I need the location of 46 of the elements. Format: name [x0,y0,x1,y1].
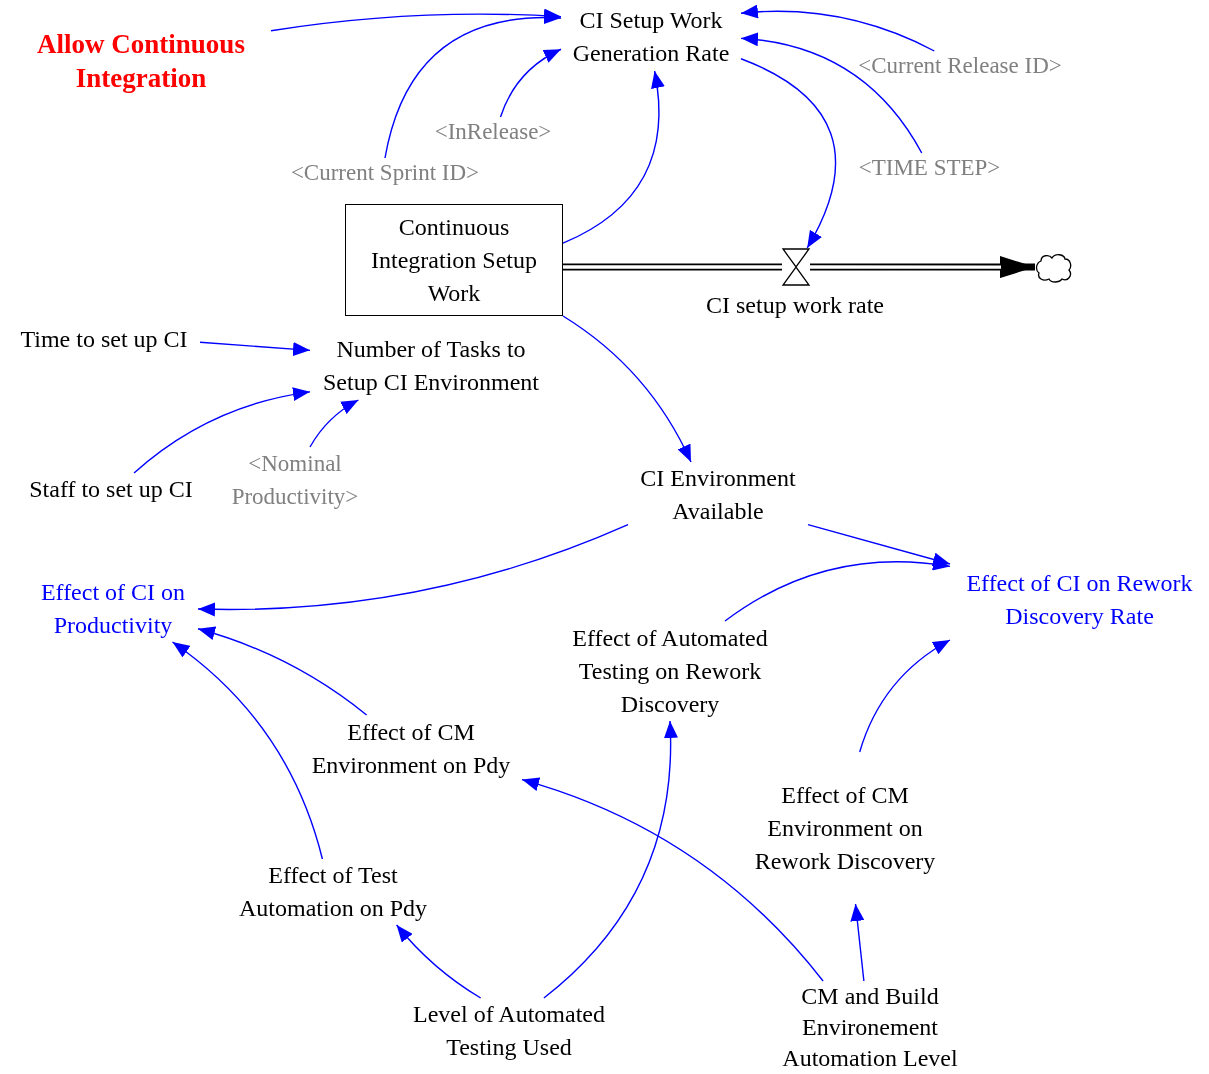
arrow [724,557,951,622]
arrow [807,524,951,567]
shadow-variable-label: <Nominal Productivity> [220,447,370,513]
output-variable-label: Effect of CI on Rework Discovery Rate [950,560,1209,640]
arrow [197,626,368,716]
cloud-symbol [1035,253,1073,283]
shadow-variable-label: <Current Release ID> [853,51,1067,79]
shadow-variable-label: <Current Sprint ID> [270,158,500,186]
arrow [850,903,865,982]
variable-label: Level of Automated Testing Used [400,998,618,1064]
variable-label: Effect of CM Environment on Rework Discovery [740,752,950,904]
variable-label: CI Setup Work Generation Rate [561,3,741,71]
arrow [309,399,360,448]
variable-label: Effect of Automated Testing on Rework Discovery [560,621,780,721]
arrow [740,32,923,154]
flow-pipe [563,263,782,271]
arrow [199,341,311,357]
stock-box: Continuous Integration Setup Work [345,204,563,316]
arrow [395,924,482,999]
variable-label: Time to set up CI [8,323,200,355]
flow-rate-label: CI setup work rate [705,291,885,320]
arrow [171,641,324,860]
arrow [562,70,665,244]
arrow [521,777,824,982]
variable-label: Effect of CM Environment on Pdy [300,715,522,783]
arrow [133,387,311,474]
variable-label: Number of Tasks to Setup CI Environment [310,332,552,400]
arrow [740,4,936,52]
variable-label: Effect of Test Automation on Pdy [227,859,439,925]
arrow [740,58,837,249]
valve-symbol [782,248,810,286]
variable-label: Staff to set up CI [15,473,207,505]
variable-label: CI Environment Available [628,462,808,528]
arrow [499,48,562,118]
variable-label: CM and Build Environement Automation Level [768,981,972,1074]
shadow-variable-label: <TIME STEP> [852,153,1007,181]
output-variable-label: Effect of CI on Productivity [28,576,198,642]
arrow [543,720,678,999]
flow-pipe [810,256,1035,279]
arrow [562,315,692,463]
arrow [197,524,629,617]
arrow [384,10,562,159]
shadow-variable-label: <InRelease> [418,117,568,145]
key-variable-label: Allow Continuous Integration [11,25,271,97]
arrow [859,639,951,753]
arrow [270,8,562,32]
